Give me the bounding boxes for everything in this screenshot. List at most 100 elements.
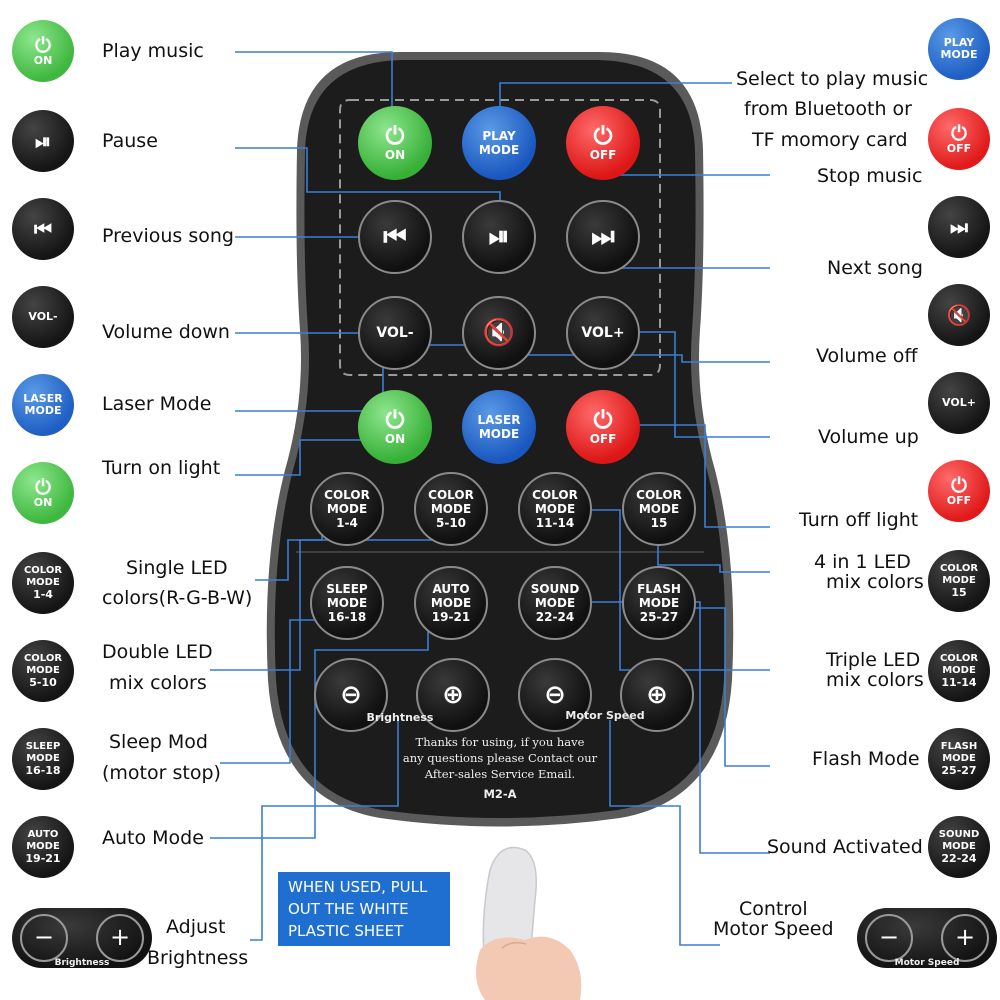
label-double-led-1: Double LED xyxy=(102,641,213,663)
pull-sheet-note: WHEN USED, PULL OUT THE WHITE PLASTIC SH… xyxy=(278,872,450,946)
next-icon: ⏭ xyxy=(950,215,968,239)
icon-off-music: ⏻OFF xyxy=(928,108,990,170)
remote-volume-up-button[interactable]: VOL+ xyxy=(566,296,640,370)
previous-icon: ⏮ xyxy=(383,222,407,252)
mute-icon: 🔇 xyxy=(946,303,972,327)
remote-next-button[interactable]: ⏭ xyxy=(566,200,640,274)
plus-icon: ⊕ xyxy=(646,680,668,710)
plus-icon: + xyxy=(941,914,989,962)
label-turn-on-light: Turn on light xyxy=(102,457,221,479)
label-volume-down: Volume down xyxy=(102,321,230,343)
remote-light-off-button[interactable]: ⏻OFF xyxy=(566,390,640,464)
plus-icon: ⊕ xyxy=(442,680,464,710)
label-previous-song: Previous song xyxy=(102,225,234,247)
power-icon: ⏻ xyxy=(951,473,967,497)
label-laser-mode: Laser Mode xyxy=(102,393,212,415)
remote-stop-music-button[interactable]: ⏻OFF xyxy=(566,106,640,180)
play-pause-icon: ⏯ xyxy=(488,222,510,252)
remote-message-line1: Thanks for using, if you have xyxy=(415,735,585,749)
power-icon: ⏻ xyxy=(385,122,405,150)
label-pause: Pause xyxy=(102,130,158,152)
remote-message-line2: any questions please Contact our xyxy=(402,751,598,765)
label-four-in-one-2: mix colors xyxy=(826,571,924,593)
label-auto-mode: Auto Mode xyxy=(102,827,204,849)
icon-motor-speed-pill: − + Motor Speed xyxy=(857,908,997,968)
power-icon: ⏻ xyxy=(35,33,51,57)
label-select-3: TF momory card xyxy=(752,129,908,151)
icon-volume-up: VOL+ xyxy=(928,372,990,434)
label-next-song: Next song xyxy=(827,257,923,279)
remote-brightness-up-button[interactable]: ⊕ xyxy=(416,658,490,732)
hand-with-plastic-sheet xyxy=(476,846,582,1000)
power-icon: ⏻ xyxy=(951,121,967,145)
label-select-1: Select to play music xyxy=(736,68,929,90)
previous-icon: ⏮ xyxy=(34,217,52,241)
minus-icon: ⊖ xyxy=(544,680,566,710)
icon-next: ⏭ xyxy=(928,196,990,258)
label-triple-1: Triple LED xyxy=(826,649,921,671)
label-control-2: Motor Speed xyxy=(713,918,834,940)
label-control-1: Control xyxy=(739,898,808,920)
label-adjust-2: Brightness xyxy=(147,947,249,969)
label-turn-off-light: Turn off light xyxy=(799,509,919,531)
next-icon: ⏭ xyxy=(591,222,615,252)
power-icon: ⏻ xyxy=(593,406,613,434)
label-volume-up: Volume up xyxy=(818,426,919,448)
remote-pause-button[interactable]: ⏯ xyxy=(462,200,536,274)
icon-pause: ⏯ xyxy=(12,110,74,172)
remote-motor-speed-up-button[interactable]: ⊕ xyxy=(620,658,694,732)
remote-mute-button[interactable]: 🔇 xyxy=(462,296,536,370)
remote-motor-speed-down-button[interactable]: ⊖ xyxy=(518,658,592,732)
label-flash-mode: Flash Mode xyxy=(812,748,920,770)
icon-brightness-pill: − + Brightness xyxy=(12,908,152,968)
icon-on-light: ⏻ON xyxy=(12,462,74,524)
minus-icon: ⊖ xyxy=(340,680,362,710)
label-adjust-1: Adjust xyxy=(166,916,226,938)
remote-model: M2-A xyxy=(483,787,517,801)
plus-icon: + xyxy=(96,914,144,962)
remote-light-on-button-top[interactable]: ⏻ON xyxy=(358,106,432,180)
remote-message-line3: After-sales Service Email. xyxy=(424,767,576,781)
remote-previous-button[interactable]: ⏮ xyxy=(358,200,432,274)
mute-icon: 🔇 xyxy=(482,318,516,348)
icon-previous: ⏮ xyxy=(12,198,74,260)
label-single-led-2: colors(R-G-B-W) xyxy=(102,587,253,609)
icon-on-play: ⏻ON xyxy=(12,20,74,82)
remote-brightness-down-button[interactable]: ⊖ xyxy=(314,658,388,732)
minus-icon: − xyxy=(865,914,913,962)
minus-icon: − xyxy=(20,914,68,962)
label-sleep-mod-2: (motor stop) xyxy=(102,762,221,784)
play-pause-icon: ⏯ xyxy=(35,129,51,153)
icon-mute: 🔇 xyxy=(928,284,990,346)
label-four-in-one-1: 4 in 1 LED xyxy=(814,551,911,573)
label-stop-music: Stop music xyxy=(817,165,923,187)
label-triple-2: mix colors xyxy=(826,669,924,691)
remote-motor-speed-label: Motor Speed xyxy=(565,709,645,722)
icon-off-light: ⏻OFF xyxy=(928,460,990,522)
label-play-music: Play music xyxy=(102,40,204,62)
label-volume-off: Volume off xyxy=(816,345,918,367)
remote-light-on-button[interactable]: ⏻ON xyxy=(358,390,432,464)
remote-volume-down-button[interactable]: VOL- xyxy=(358,296,432,370)
label-double-led-2: mix colors xyxy=(109,672,207,694)
